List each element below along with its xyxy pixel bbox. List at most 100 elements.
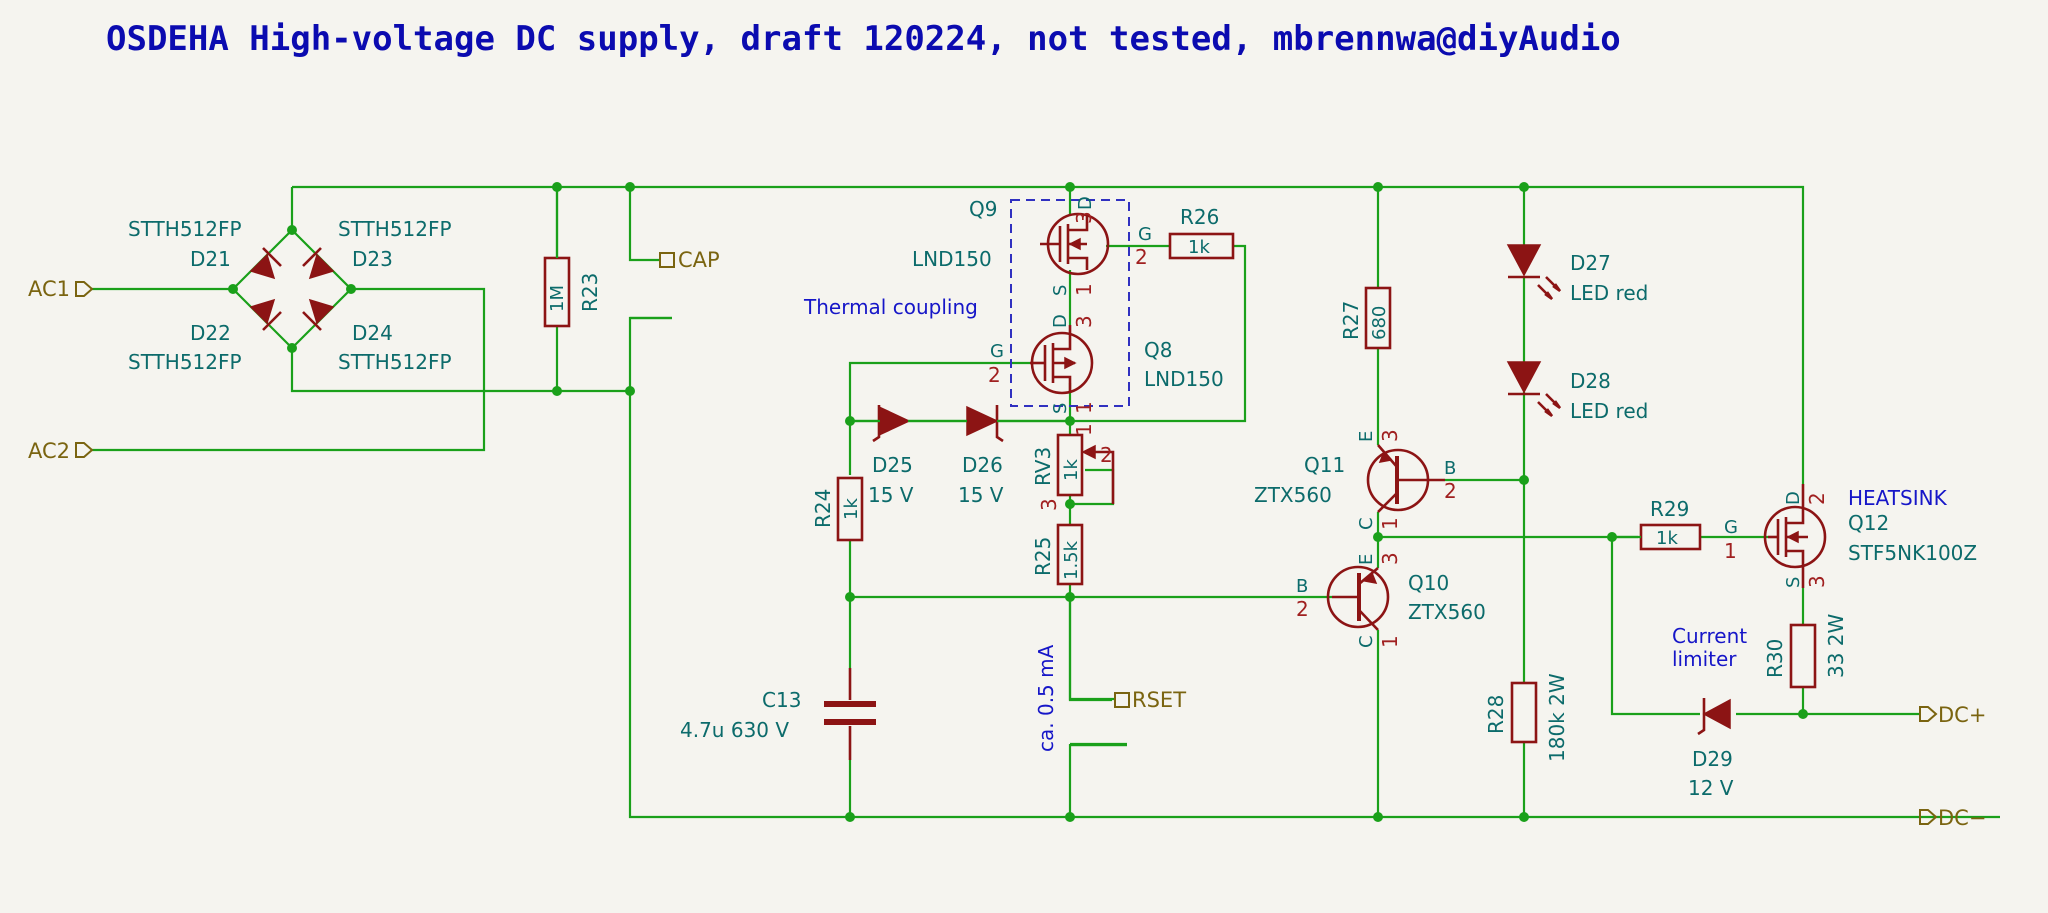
- diode-d22: D22 STTH512FP: [128, 298, 282, 374]
- svg-text:2: 2: [1296, 597, 1309, 621]
- svg-text:2: 2: [1135, 245, 1148, 269]
- svg-text:STF5NK100Z: STF5NK100Z: [1848, 541, 1977, 565]
- svg-text:D28: D28: [1570, 369, 1611, 393]
- svg-text:R27: R27: [1339, 301, 1363, 340]
- svg-text:15 V: 15 V: [958, 483, 1004, 507]
- svg-text:DC+: DC+: [1938, 703, 1986, 727]
- svg-text:S: S: [1050, 285, 1071, 296]
- global-label-ac1: AC1: [28, 277, 94, 301]
- svg-text:Q12: Q12: [1848, 511, 1889, 535]
- svg-text:LED red: LED red: [1570, 399, 1648, 423]
- svg-text:1M: 1M: [547, 285, 568, 312]
- svg-text:R25: R25: [1031, 537, 1055, 576]
- mosfet-q9: Q9 LND150 G 2 D 3 S 1: [912, 196, 1152, 296]
- svg-text:D: D: [1783, 491, 1804, 505]
- resistor-r28: R28 180k 2W: [1484, 673, 1569, 762]
- wires: [92, 185, 2000, 819]
- svg-text:3: 3: [1378, 552, 1402, 565]
- led-d28: D28 LED red: [1506, 361, 1648, 423]
- svg-text:AC1: AC1: [28, 277, 70, 301]
- svg-text:2: 2: [1100, 443, 1113, 467]
- global-label-dc-plus: DC+: [1919, 703, 1986, 727]
- svg-text:C13: C13: [762, 688, 801, 712]
- resistor-r25: 1.5k R25: [1031, 523, 1084, 586]
- potentiometer-rv3: 1k RV3 2 1 3: [1031, 423, 1115, 511]
- svg-text:DC−: DC−: [1938, 806, 1986, 830]
- svg-text:STTH512FP: STTH512FP: [338, 350, 452, 374]
- zener-d26: D26 15 V: [958, 405, 1004, 507]
- led-d27: D27 LED red: [1506, 244, 1648, 305]
- diode-d24: D24 STTH512FP: [302, 298, 452, 374]
- svg-text:G: G: [1138, 224, 1152, 245]
- svg-text:AC2: AC2: [28, 439, 70, 463]
- zener-d29: D29 12 V: [1688, 698, 1734, 800]
- svg-text:3: 3: [1037, 498, 1061, 511]
- capacitor-c13: C13 4.7u 630 V: [680, 668, 876, 760]
- current-limiter-note-1: Current: [1672, 624, 1747, 648]
- mosfet-q12: G 1 D 2 S 3 HEATSINK Q12 STF5NK100Z: [1724, 484, 1977, 588]
- svg-text:E: E: [1356, 554, 1377, 565]
- svg-text:1: 1: [1072, 423, 1096, 436]
- svg-text:3: 3: [1072, 315, 1096, 328]
- current-limiter-note-2: limiter: [1672, 647, 1737, 671]
- svg-text:C: C: [1356, 517, 1377, 530]
- global-label-dc-minus: DC−: [1919, 806, 1986, 830]
- svg-text:C: C: [1356, 635, 1377, 648]
- svg-text:B: B: [1296, 576, 1308, 597]
- global-label-rset: RSET: [1114, 688, 1186, 712]
- svg-text:RSET: RSET: [1132, 688, 1186, 712]
- svg-text:1: 1: [1378, 635, 1402, 648]
- svg-text:2: 2: [1444, 479, 1457, 503]
- svg-text:STTH512FP: STTH512FP: [338, 217, 452, 241]
- transistor-q11: Q11 ZTX560 B 2 E 3 C 1: [1254, 429, 1457, 530]
- heatsink-note: HEATSINK: [1848, 486, 1948, 510]
- svg-text:Q10: Q10: [1408, 571, 1449, 595]
- svg-text:15 V: 15 V: [868, 483, 914, 507]
- resistor-r26: 1k R26: [1168, 205, 1235, 260]
- svg-text:S: S: [1050, 403, 1071, 414]
- svg-text:R29: R29: [1650, 497, 1689, 521]
- svg-text:Q11: Q11: [1304, 453, 1345, 477]
- svg-text:LND150: LND150: [912, 247, 992, 271]
- diode-d23: STTH512FP D23: [302, 217, 452, 280]
- svg-text:STTH512FP: STTH512FP: [128, 350, 242, 374]
- svg-text:G: G: [1724, 517, 1738, 538]
- transistor-q10: Q10 ZTX560 B 2 E 3 C 1: [1296, 552, 1486, 648]
- svg-text:D: D: [1075, 196, 1096, 210]
- svg-text:180k 2W: 180k 2W: [1545, 673, 1569, 762]
- svg-text:33 2W: 33 2W: [1824, 613, 1848, 678]
- svg-text:D23: D23: [352, 247, 393, 271]
- svg-text:R30: R30: [1763, 639, 1787, 678]
- svg-text:D21: D21: [190, 247, 231, 271]
- global-label-cap: CAP: [659, 248, 720, 272]
- svg-text:1.5k: 1.5k: [1061, 540, 1082, 580]
- thermal-coupling-box: [1010, 199, 1130, 407]
- svg-text:1: 1: [1724, 539, 1737, 563]
- zener-d25: D25 15 V: [868, 405, 914, 507]
- svg-text:1k: 1k: [841, 498, 862, 520]
- svg-text:STTH512FP: STTH512FP: [128, 217, 242, 241]
- svg-text:1: 1: [1072, 283, 1096, 296]
- resistor-r30: R30 33 2W: [1763, 613, 1848, 689]
- svg-text:R23: R23: [578, 273, 602, 312]
- svg-text:B: B: [1444, 458, 1456, 479]
- thermal-coupling-note: Thermal coupling: [803, 295, 978, 319]
- svg-text:E: E: [1356, 431, 1377, 442]
- svg-text:R26: R26: [1180, 205, 1219, 229]
- svg-text:680: 680: [1369, 306, 1390, 340]
- svg-text:ZTX560: ZTX560: [1254, 483, 1332, 507]
- svg-text:2: 2: [1805, 492, 1829, 505]
- svg-text:D26: D26: [962, 453, 1003, 477]
- svg-text:4.7u 630 V: 4.7u 630 V: [680, 718, 789, 742]
- svg-text:12 V: 12 V: [1688, 776, 1734, 800]
- svg-text:LND150: LND150: [1144, 367, 1224, 391]
- svg-text:RV3: RV3: [1031, 447, 1055, 486]
- svg-text:Q8: Q8: [1144, 338, 1172, 362]
- svg-text:3: 3: [1072, 211, 1096, 224]
- resistor-r24: 1k R24: [811, 476, 864, 542]
- svg-text:1k: 1k: [1188, 237, 1210, 258]
- mosfet-q8: Q8 LND150 G 2 D 3 S 1: [988, 314, 1224, 414]
- svg-text:R24: R24: [811, 489, 835, 528]
- rset-current-note: ca. 0.5 mA: [1034, 644, 1058, 752]
